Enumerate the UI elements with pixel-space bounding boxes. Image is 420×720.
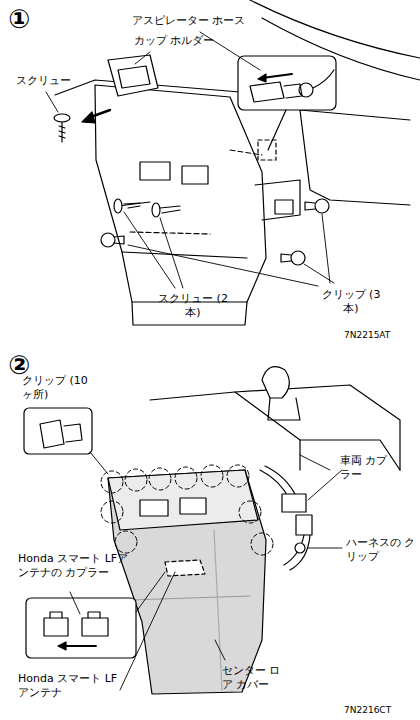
part-label: スクリュー [16, 74, 71, 88]
clip-inset [24, 408, 108, 474]
center-lower-cover [108, 470, 266, 694]
aspirator-hose-inset [238, 56, 336, 160]
figure-code: 7N2216CT [344, 705, 391, 716]
part-label: アスピレーター ホース [132, 14, 292, 28]
part-label: カップ ホルダー [134, 34, 254, 48]
callout-number: ① [8, 6, 30, 32]
part-label: スクリュー (2 本) [158, 292, 228, 320]
clip-locations [101, 465, 273, 555]
part-label: ハーネスの クリップ [346, 536, 416, 564]
part-label: Honda スマート LFアンテナの カプラー [18, 552, 134, 580]
screw [54, 114, 180, 217]
part-label: センター ロア カバー [222, 664, 284, 692]
cup-holder [82, 55, 158, 123]
vehicle-coupler [260, 455, 342, 570]
figure-code: 7N2215AT [344, 330, 390, 341]
leader-lines [46, 32, 334, 288]
dashboard-lower [55, 0, 420, 325]
part-label: Honda スマート LF アンテナ [18, 672, 122, 700]
part-label: クリップ (3 本) [318, 288, 384, 316]
clip [101, 199, 329, 265]
part-label: クリップ (10ヶ所) [22, 374, 88, 402]
part-label: 車両 カプラー [340, 454, 396, 482]
